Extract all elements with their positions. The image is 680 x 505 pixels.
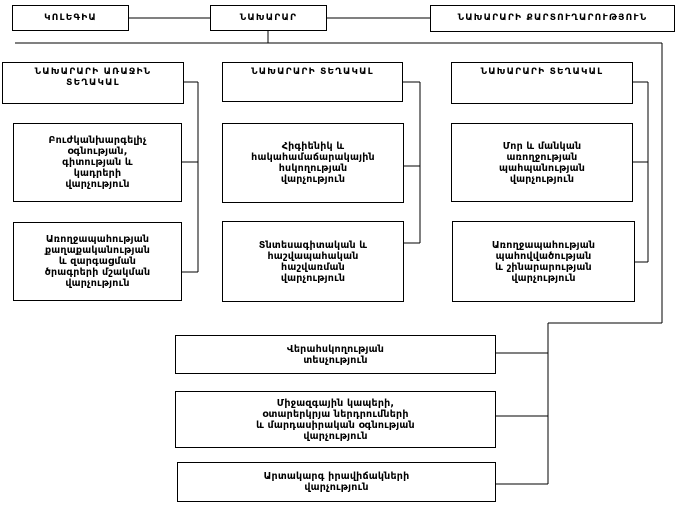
maternal-child-health-dept-box: Մոր և մանկան առողջության պահպանության վա…: [451, 123, 633, 202]
ministers-secretariat-box: ՆԱԽԱՐԱՐԻ ՔԱՐՏՈՒՂԱՐՈՒԹՅՈՒՆ: [430, 5, 675, 32]
international-relations-dept-box: Միջազգային կապերի, օտարերկրյա ներդրումնե…: [175, 391, 496, 448]
emergency-situations-dept-box: Արտակարգ իրավիճակների վարչություն: [177, 462, 496, 502]
medical-prevention-science-personnel-dept-box: Բուժկանխարգելիչ օգնության, գիտության և կ…: [13, 123, 182, 202]
minister-box: ՆԱԽԱՐԱՐ: [210, 5, 327, 31]
health-provision-construction-dept-box: Առողջապահության պահովվածության և շինարար…: [452, 221, 635, 302]
collegium-box: ԿՈԼԵԳԻԱ: [12, 5, 129, 31]
hygiene-epidemic-control-dept-box: Հիգիենիկ և հակահամաճարակային հսկողության…: [222, 123, 404, 203]
inspection-box: Վերահսկողության տեսչություն: [175, 335, 496, 374]
health-policy-development-dept-box: Առողջապահության քաղաքականության և զարգաց…: [13, 222, 182, 301]
economics-accounting-dept-box: Տնտեսագիտական և հաշվապահական հաշվառման վ…: [222, 221, 404, 302]
deputy-minister-box-2: ՆԱԽԱՐԱՐԻ ՏԵՂԱԿԱԼ: [222, 62, 403, 102]
deputy-minister-box-3: ՆԱԽԱՐԱՐԻ ՏԵՂԱԿԱԼ: [451, 62, 633, 104]
first-deputy-minister-box: ՆԱԽԱՐԱՐԻ ԱՌԱՋԻՆ ՏԵՂԱԿԱԼ: [2, 62, 184, 104]
